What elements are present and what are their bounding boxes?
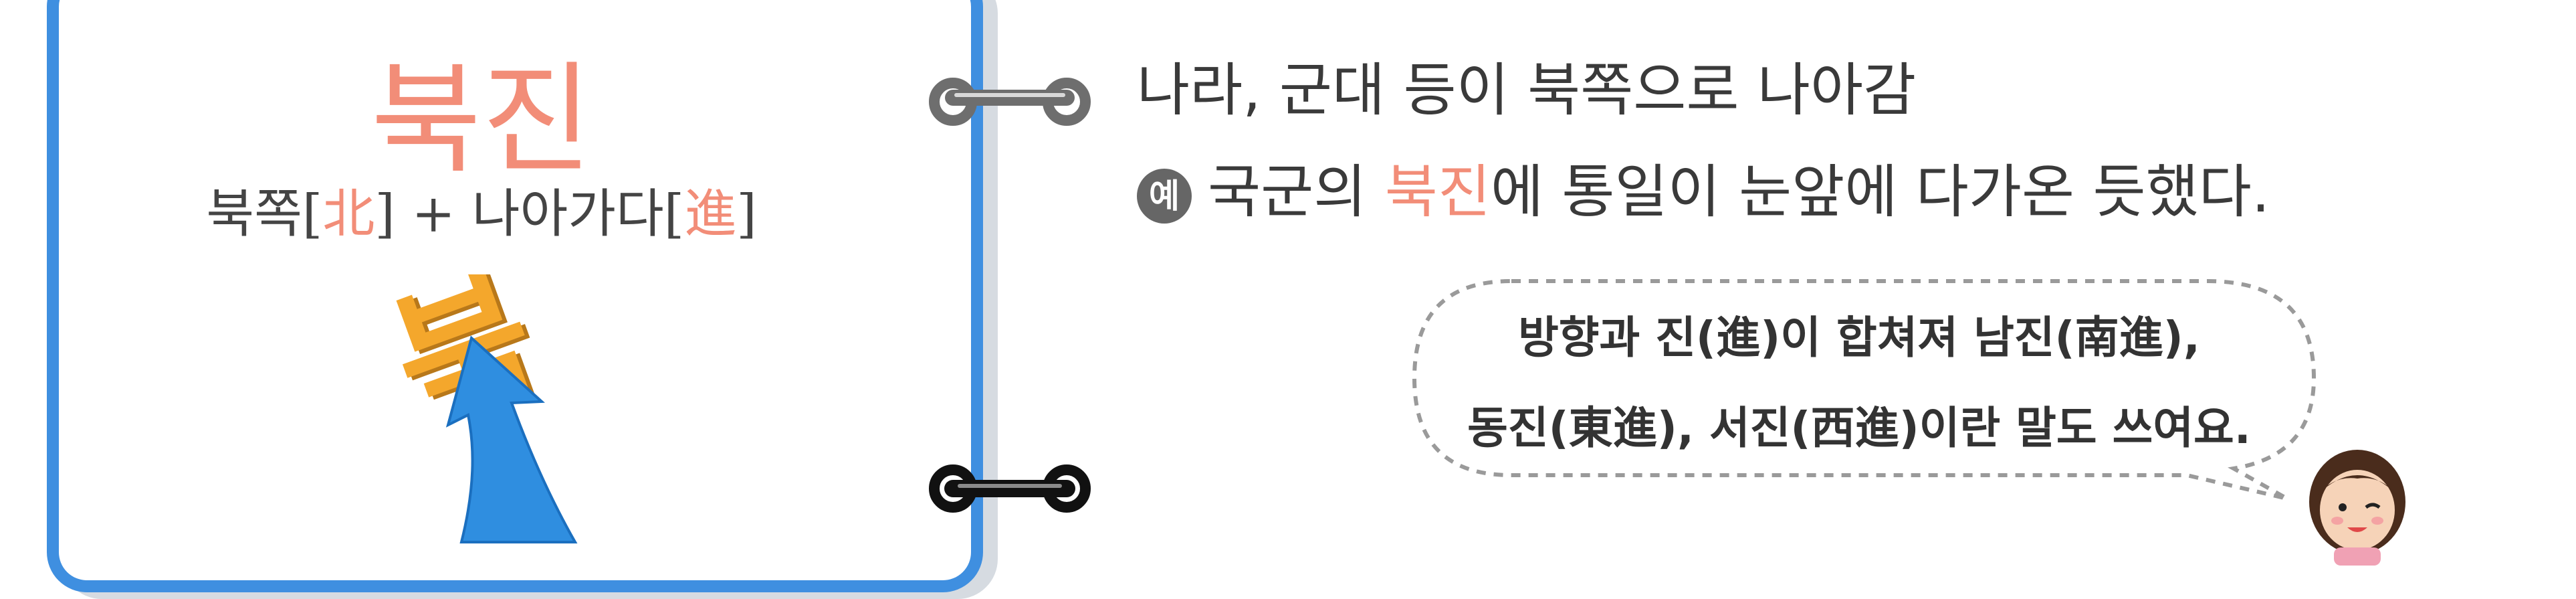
note-line-2: 동진(東進), 서진(西進)이란 말도 쓰여요. bbox=[1467, 402, 2251, 454]
binder-ring-bottom bbox=[929, 464, 1091, 513]
arrow-icon bbox=[445, 335, 578, 543]
etym-hanja-advance: 進 bbox=[684, 184, 737, 244]
example-badge: 예 bbox=[1137, 168, 1192, 224]
speech-bubble bbox=[1412, 279, 2317, 501]
word-title: 북진 bbox=[370, 50, 593, 190]
teacher-avatar bbox=[2309, 450, 2405, 566]
example-highlight: 북진 bbox=[1384, 159, 1491, 226]
example-after: 에 통일이 눈앞에 다가온 듯했다. bbox=[1490, 159, 2270, 226]
etym-hanja-north: 北 bbox=[322, 184, 375, 244]
example-before: 국군의 bbox=[1208, 159, 1385, 226]
etymology: 북쪽[北] + 나아가다[進] bbox=[114, 177, 849, 251]
etym-part2: ] + 나아가다[ bbox=[374, 184, 685, 244]
example-sentence: 예 국군의 북진에 통일이 눈앞에 다가온 듯했다. bbox=[1137, 149, 2270, 236]
definition: 나라, 군대 등이 북쪽으로 나아감 bbox=[1137, 57, 1917, 124]
note-line-1: 방향과 진(進)이 합쳐져 남진(南進), bbox=[1518, 312, 2200, 363]
binder-ring-top bbox=[929, 78, 1091, 126]
etym-part1: 북쪽[ bbox=[206, 184, 323, 244]
etym-part3: ] bbox=[736, 184, 757, 244]
illustration: 북 북 bbox=[374, 274, 578, 543]
